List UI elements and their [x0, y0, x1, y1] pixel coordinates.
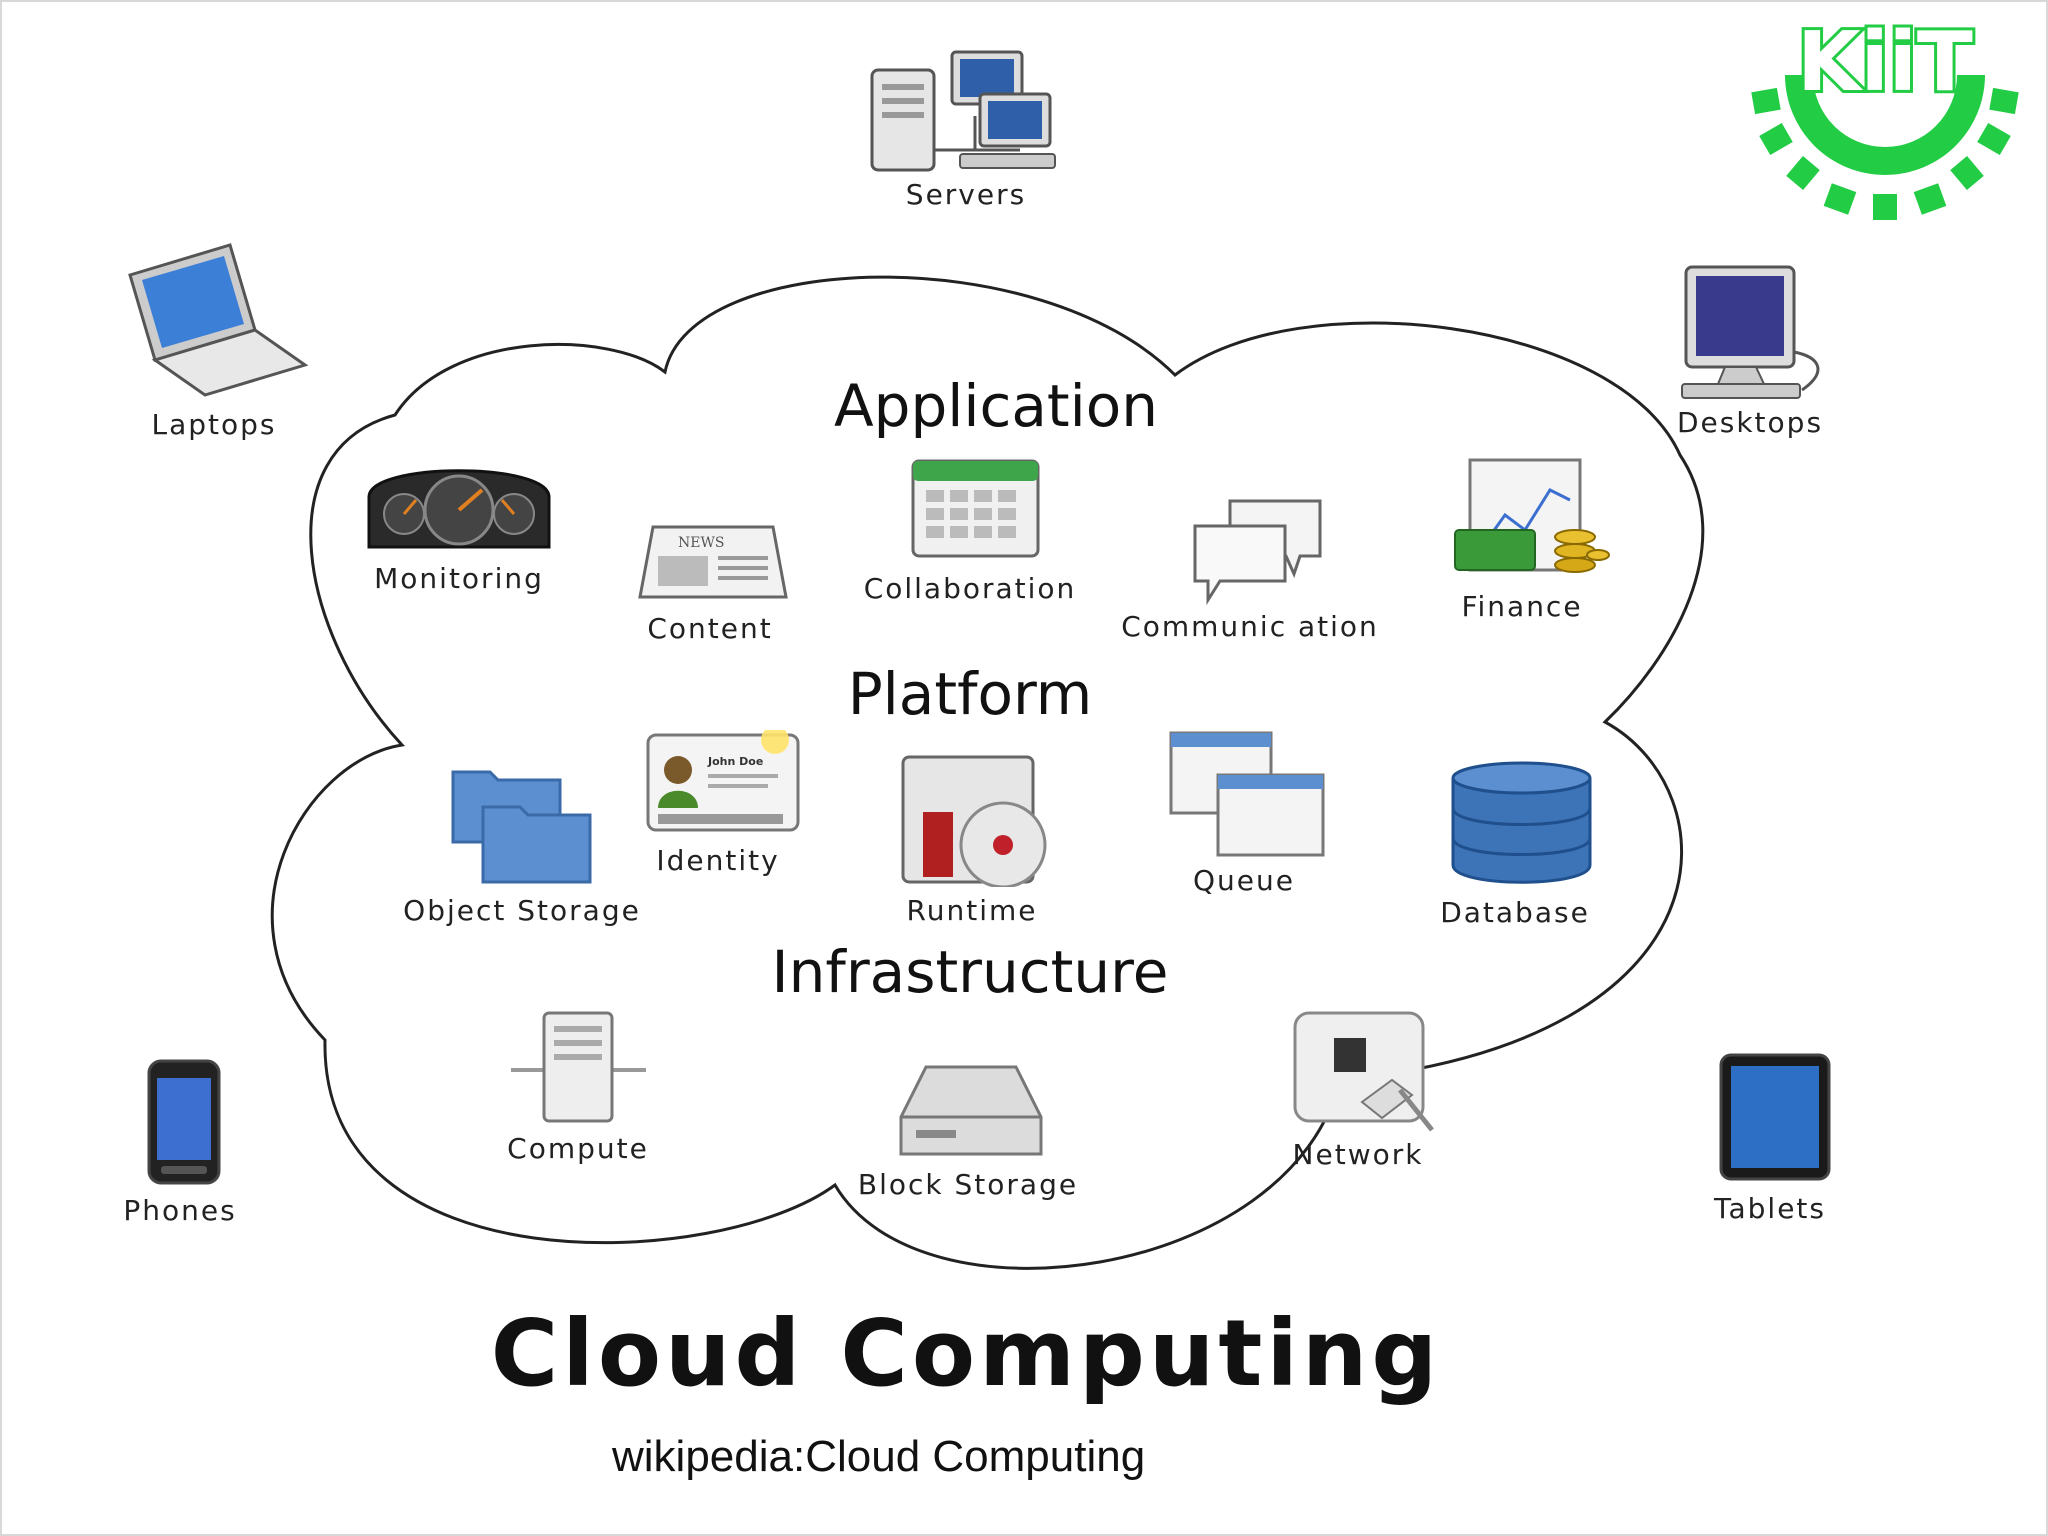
communication-label: Communic ation — [1121, 610, 1379, 643]
newspaper-icon-text: NEWS — [678, 535, 724, 551]
database-icon — [1451, 761, 1592, 884]
network-label: Network — [1292, 1138, 1424, 1171]
kiit-logo: KiiT — [1751, 12, 2019, 220]
queue-windows-icon — [1169, 731, 1325, 857]
desktop-icon — [1681, 265, 1820, 399]
infrastructure-heading: Infrastructure — [771, 938, 1169, 1006]
object-storage-label: Object Storage — [403, 894, 641, 927]
id-card-name: John Doe — [707, 755, 763, 768]
runtime-label: Runtime — [906, 894, 1038, 927]
diagram-title: Cloud Computing — [490, 1300, 1442, 1407]
queue-label: Queue — [1193, 864, 1295, 897]
content-label: Content — [647, 612, 773, 645]
platform-heading: Platform — [847, 660, 1093, 728]
laptops-label: Laptops — [151, 408, 277, 441]
compute-label: Compute — [507, 1132, 649, 1165]
compute-server-icon — [511, 1011, 646, 1123]
newspaper-icon: NEWS — [638, 525, 788, 599]
phones-label: Phones — [123, 1194, 237, 1227]
tablet-icon — [1719, 1053, 1831, 1181]
application-heading: Application — [833, 372, 1159, 440]
collaboration-label: Collaboration — [863, 572, 1077, 605]
finance-label: Finance — [1461, 590, 1583, 623]
servers-icon — [870, 50, 1056, 172]
kiit-logo-text: KiiT — [1797, 15, 1973, 110]
laptop-icon — [128, 243, 309, 397]
folders-icon — [451, 770, 592, 884]
desktops-label: Desktops — [1676, 406, 1824, 439]
identity-label: Identity — [656, 844, 780, 877]
phone-icon — [147, 1059, 221, 1185]
monitoring-label: Monitoring — [374, 562, 544, 595]
database-label: Database — [1440, 896, 1590, 929]
calendar-icon — [911, 459, 1040, 558]
network-port-icon — [1293, 1011, 1434, 1132]
runtime-icon — [901, 755, 1047, 887]
hard-drive-icon — [899, 1065, 1043, 1156]
servers-label: Servers — [905, 178, 1027, 211]
source-caption: wikipedia:Cloud Computing — [612, 1432, 1146, 1481]
finance-icon — [1454, 458, 1610, 573]
tablets-label: Tablets — [1714, 1192, 1826, 1225]
block-storage-label: Block Storage — [857, 1168, 1079, 1201]
speech-bubbles-icon — [1193, 499, 1322, 606]
monitoring-icon — [367, 469, 551, 549]
id-card-icon: John Doe — [646, 730, 800, 832]
